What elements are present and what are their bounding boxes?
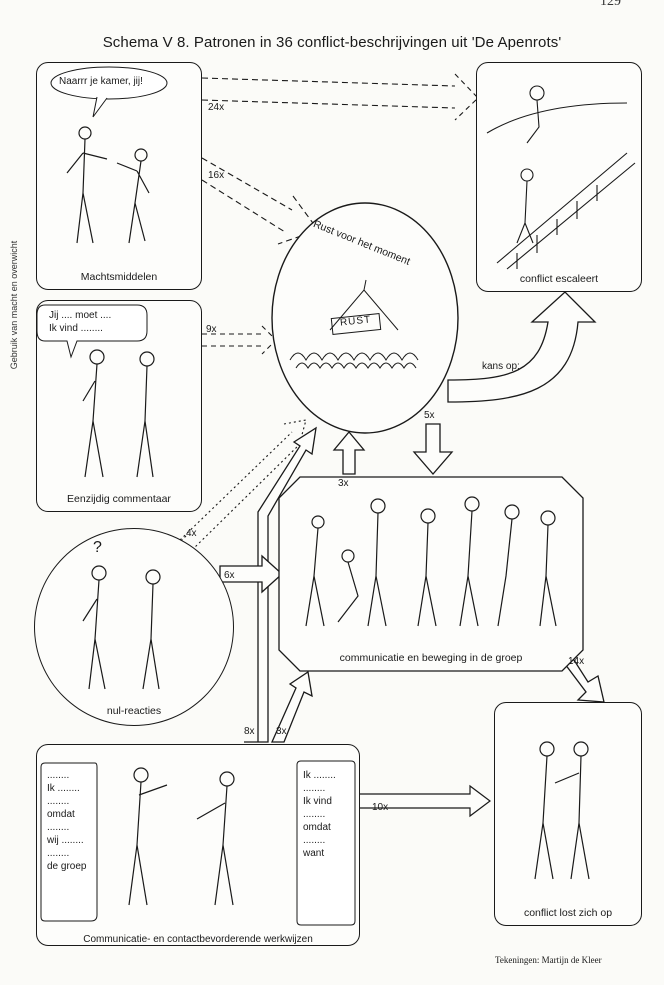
kans-op-label: kans op: — [482, 361, 520, 372]
werkwijzen-figures — [40, 760, 356, 926]
nulreacties-caption: nul-reacties — [106, 705, 162, 717]
count-14x: 14x — [568, 656, 585, 667]
arrow-4x — [175, 419, 307, 553]
machtsmiddelen-figures — [50, 66, 168, 244]
count-5x: 5x — [424, 410, 435, 421]
panel-lost-op: conflict lost zich op — [494, 702, 642, 926]
count-16x: 16x — [208, 170, 225, 181]
arrow-24x — [201, 73, 479, 121]
eenzijdig-speech-1: Jij .... moet .... — [49, 310, 112, 321]
panel-escaleert: conflict escaleert — [476, 62, 642, 292]
escaleert-figures — [486, 85, 636, 270]
panel-machtsmiddelen: Naarrr je kamer, jij! Machtsmiddelen — [36, 62, 202, 290]
count-9x: 9x — [206, 324, 217, 335]
count-10x: 10x — [372, 802, 389, 813]
right-line: Ik ........ — [303, 770, 336, 781]
right-line: want — [303, 848, 325, 859]
panel-communicatie-groep: communicatie en beweging in de groep — [278, 476, 584, 672]
groep-figures — [278, 476, 584, 672]
left-line: omdat — [47, 809, 75, 820]
count-8x: 8x — [244, 726, 255, 737]
right-line: Ik vind — [303, 796, 332, 807]
arrow-10x — [357, 784, 491, 818]
werkwijzen-right-bubble: Ik ........ ........ Ik vind ........ om… — [303, 769, 353, 860]
count-3x-up: 3x — [338, 478, 349, 489]
arrow-5x — [412, 423, 454, 475]
lostop-caption: conflict lost zich op — [523, 907, 613, 919]
question-mark: ? — [93, 539, 102, 556]
eenzijdig-figures — [37, 304, 155, 478]
arrow-3x-diag — [270, 670, 313, 743]
nulreacties-figures — [82, 565, 161, 690]
right-line: ........ — [303, 809, 326, 820]
count-3x-diag: 3x — [276, 726, 287, 737]
left-line: ........ — [47, 796, 70, 807]
left-line: ........ — [47, 770, 70, 781]
arrow-3x-up — [332, 430, 366, 475]
eenzijdig-speech-2: Ik vind ........ — [49, 323, 103, 334]
left-line: ........ — [47, 822, 70, 833]
panel-nulreacties: ? nul-reacties — [34, 528, 234, 726]
groep-caption: communicatie en beweging in de groep — [339, 652, 523, 664]
page-title: Schema V 8. Patronen in 36 conflict-besc… — [102, 34, 562, 51]
illustration-credit: Tekeningen: Martijn de Kleer — [495, 955, 602, 965]
left-line: de groep — [47, 861, 87, 872]
right-line: ........ — [303, 835, 326, 846]
machtsmiddelen-speech: Naarrr je kamer, jij! — [59, 76, 143, 87]
page-number: 129 — [600, 0, 621, 9]
eenzijdig-caption: Eenzijdig commentaar — [67, 493, 171, 505]
panel-werkwijzen: ........ Ik ........ ........ omdat ....… — [36, 744, 360, 946]
arrow-kans-op — [447, 291, 597, 403]
panel-eenzijdig: Jij .... moet .... Ik vind ........ Eenz… — [36, 300, 202, 512]
right-line: omdat — [303, 822, 331, 833]
left-line: wij ........ — [47, 835, 84, 846]
count-4x: 4x — [186, 528, 197, 539]
arrow-6x — [219, 554, 283, 594]
lostop-figures — [534, 741, 590, 880]
left-line: ........ — [47, 848, 70, 859]
escaleert-caption: conflict escaleert — [519, 273, 599, 285]
count-6x: 6x — [224, 570, 235, 581]
rust-egg — [271, 202, 459, 434]
werkwijzen-caption: Communicatie- en contactbevorderende wer… — [83, 934, 313, 945]
werkwijzen-left-bubble: ........ Ik ........ ........ omdat ....… — [47, 769, 97, 873]
arrow-8x — [244, 426, 317, 743]
left-line: Ik ........ — [47, 783, 80, 794]
right-line: ........ — [303, 783, 326, 794]
machtsmiddelen-caption: Machtsmiddelen — [80, 271, 158, 283]
arrow-14x — [560, 659, 605, 703]
tent-sketch — [289, 279, 419, 369]
count-24x: 24x — [208, 102, 225, 113]
